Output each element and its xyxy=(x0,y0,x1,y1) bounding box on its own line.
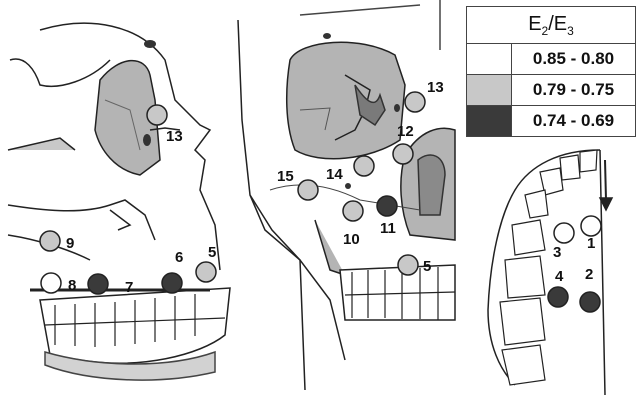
label-2: 2 xyxy=(585,266,593,283)
legend-range: 0.85 - 0.80 xyxy=(512,44,636,75)
point-5-lateral xyxy=(196,262,216,282)
legend-row-low: 0.74 - 0.69 xyxy=(467,106,636,137)
palate-view xyxy=(488,150,612,395)
label-14: 14 xyxy=(326,166,343,183)
label-12: 12 xyxy=(397,123,414,140)
legend-range: 0.74 - 0.69 xyxy=(512,106,636,137)
label-1: 1 xyxy=(587,235,595,252)
label-5-frontal: 5 xyxy=(423,258,431,275)
point-13-frontal xyxy=(405,92,425,112)
label-11: 11 xyxy=(380,220,396,237)
point-6 xyxy=(162,273,182,293)
lateral-skull-view xyxy=(8,23,230,380)
legend-range: 0.79 - 0.75 xyxy=(512,75,636,106)
legend-swatch-gray xyxy=(467,75,512,106)
point-13-lateral xyxy=(147,105,167,125)
point-14 xyxy=(354,156,374,176)
legend-swatch-white xyxy=(467,44,512,75)
point-15 xyxy=(298,180,318,200)
label-10: 10 xyxy=(343,231,360,248)
label-9: 9 xyxy=(66,235,74,252)
label-3: 3 xyxy=(553,244,561,261)
point-10 xyxy=(343,201,363,221)
legend-swatch-dark xyxy=(467,106,512,137)
label-4: 4 xyxy=(555,268,564,285)
legend-row-high: 0.85 - 0.80 xyxy=(467,44,636,75)
point-12 xyxy=(393,144,413,164)
point-8 xyxy=(41,273,61,293)
label-13-frontal: 13 xyxy=(427,79,444,96)
label-13-lateral: 13 xyxy=(166,128,183,145)
label-6: 6 xyxy=(175,249,183,266)
legend-title: E2/E3 xyxy=(467,7,636,44)
point-4 xyxy=(548,287,568,307)
point-3 xyxy=(554,223,574,243)
point-9 xyxy=(40,231,60,251)
legend-row-mid: 0.79 - 0.75 xyxy=(467,75,636,106)
point-11 xyxy=(377,196,397,216)
point-1 xyxy=(581,216,601,236)
point-7 xyxy=(88,274,108,294)
label-8: 8 xyxy=(68,277,76,294)
point-2 xyxy=(580,292,600,312)
label-7: 7 xyxy=(125,279,133,296)
legend-table: E2/E3 0.85 - 0.80 0.79 - 0.75 0.74 - 0.6… xyxy=(466,6,636,137)
label-15: 15 xyxy=(277,168,294,185)
frontal-skull-view xyxy=(238,0,455,390)
point-5-frontal xyxy=(398,255,418,275)
label-5-lateral: 5 xyxy=(208,244,216,261)
